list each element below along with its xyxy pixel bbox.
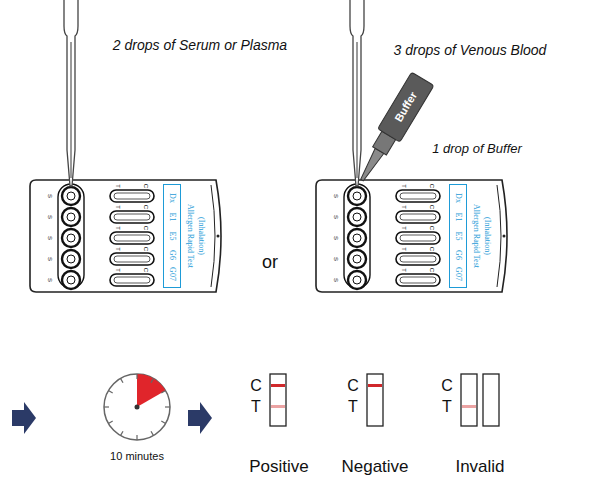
step-arrow xyxy=(12,402,36,434)
allergen-code: G07 xyxy=(168,268,176,282)
product-name: Allergen Rapid Test xyxy=(472,204,480,268)
line-mark: C xyxy=(429,225,435,229)
line-mark: T xyxy=(115,247,121,251)
dropper-pipette xyxy=(350,0,364,186)
allergen-code: Dx xyxy=(168,193,176,203)
allergen-code: E1 xyxy=(454,212,462,221)
instruction-text: 1 drop of Buffer xyxy=(432,142,522,155)
test-cassette xyxy=(30,180,221,292)
product-subtitle: (Inhalation) xyxy=(483,217,491,255)
buffer-bottle xyxy=(351,72,434,187)
line-mark: C xyxy=(429,267,435,271)
line-mark: C xyxy=(143,204,149,208)
well-mark: S xyxy=(333,257,339,261)
result-strip xyxy=(367,374,383,426)
well-mark: S xyxy=(47,236,53,240)
result-label: Positive xyxy=(249,458,309,475)
timer-clock xyxy=(104,374,170,440)
dropper-pipette xyxy=(64,0,78,186)
result-label: Invalid xyxy=(455,458,504,475)
allergen-panel: DxE1E5G6G07 xyxy=(449,184,467,288)
line-letter: C xyxy=(250,378,262,394)
well-mark: S xyxy=(47,257,53,261)
line-mark: T xyxy=(401,226,407,230)
line-mark: C xyxy=(429,183,435,187)
well-mark: S xyxy=(333,194,339,198)
time-label: 10 minutes xyxy=(110,451,164,462)
well-mark: S xyxy=(333,236,339,240)
bottle-label: Buffer xyxy=(393,90,419,123)
allergen-code: G6 xyxy=(454,250,462,260)
line-mark: T xyxy=(401,184,407,188)
allergen-code: E5 xyxy=(168,232,176,241)
line-letter: C xyxy=(441,378,453,394)
well-mark: S xyxy=(47,194,53,198)
product-name: Allergen Rapid Test xyxy=(186,204,194,268)
line-mark: T xyxy=(115,226,121,230)
instruction-text: 3 drops of Venous Blood xyxy=(394,43,547,57)
allergen-panel: DxE1E5G6G07 xyxy=(163,184,181,288)
allergen-code: G07 xyxy=(454,268,462,282)
line-mark: C xyxy=(143,225,149,229)
line-mark: T xyxy=(115,268,121,272)
result-strip xyxy=(461,374,499,426)
allergen-code: E1 xyxy=(168,212,176,221)
product-subtitle: (Inhalation) xyxy=(197,217,205,255)
line-mark: T xyxy=(115,184,121,188)
line-mark: C xyxy=(143,267,149,271)
line-mark: T xyxy=(115,205,121,209)
well-mark: S xyxy=(333,215,339,219)
line-letter: T xyxy=(348,399,358,415)
well-mark: S xyxy=(333,278,339,282)
line-mark: C xyxy=(143,183,149,187)
line-mark: C xyxy=(143,246,149,250)
well-mark: S xyxy=(47,215,53,219)
instruction-text: 2 drops of Serum or Plasma xyxy=(113,38,287,52)
line-mark: T xyxy=(401,205,407,209)
line-letter: T xyxy=(251,399,261,415)
well-mark: S xyxy=(47,278,53,282)
connector-word: or xyxy=(262,253,278,271)
result-label: Negative xyxy=(341,458,408,475)
line-letter: C xyxy=(347,378,359,394)
test-cassette xyxy=(316,180,507,292)
line-letter: T xyxy=(442,399,452,415)
line-mark: C xyxy=(429,246,435,250)
allergen-code: E5 xyxy=(454,232,462,241)
result-strip xyxy=(270,374,286,426)
allergen-code: G6 xyxy=(168,250,176,260)
allergen-code: Dx xyxy=(454,193,462,203)
line-mark: T xyxy=(401,268,407,272)
line-mark: C xyxy=(429,204,435,208)
step-arrow xyxy=(188,402,212,434)
line-mark: T xyxy=(401,247,407,251)
